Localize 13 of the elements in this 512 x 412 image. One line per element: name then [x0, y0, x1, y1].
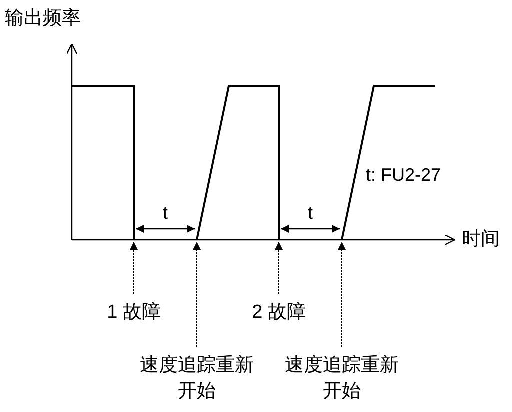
leader-line [275, 242, 283, 294]
event-label: 速度追踪重新开始 [280, 353, 404, 405]
dimension-label: t [308, 202, 314, 224]
note-text: t: FU2-27 [366, 164, 442, 186]
dimension-label: t [163, 202, 168, 224]
event-label: 2 故障 [245, 300, 313, 326]
leader-line [130, 242, 138, 294]
axis-label: 输出频率 [5, 8, 81, 30]
axis-label: 时间 [462, 229, 500, 251]
leader-line [338, 242, 346, 348]
event-label: 1 故障 [100, 300, 168, 326]
leader-line [193, 242, 201, 348]
event-label: 速度追踪重新开始 [135, 353, 259, 405]
